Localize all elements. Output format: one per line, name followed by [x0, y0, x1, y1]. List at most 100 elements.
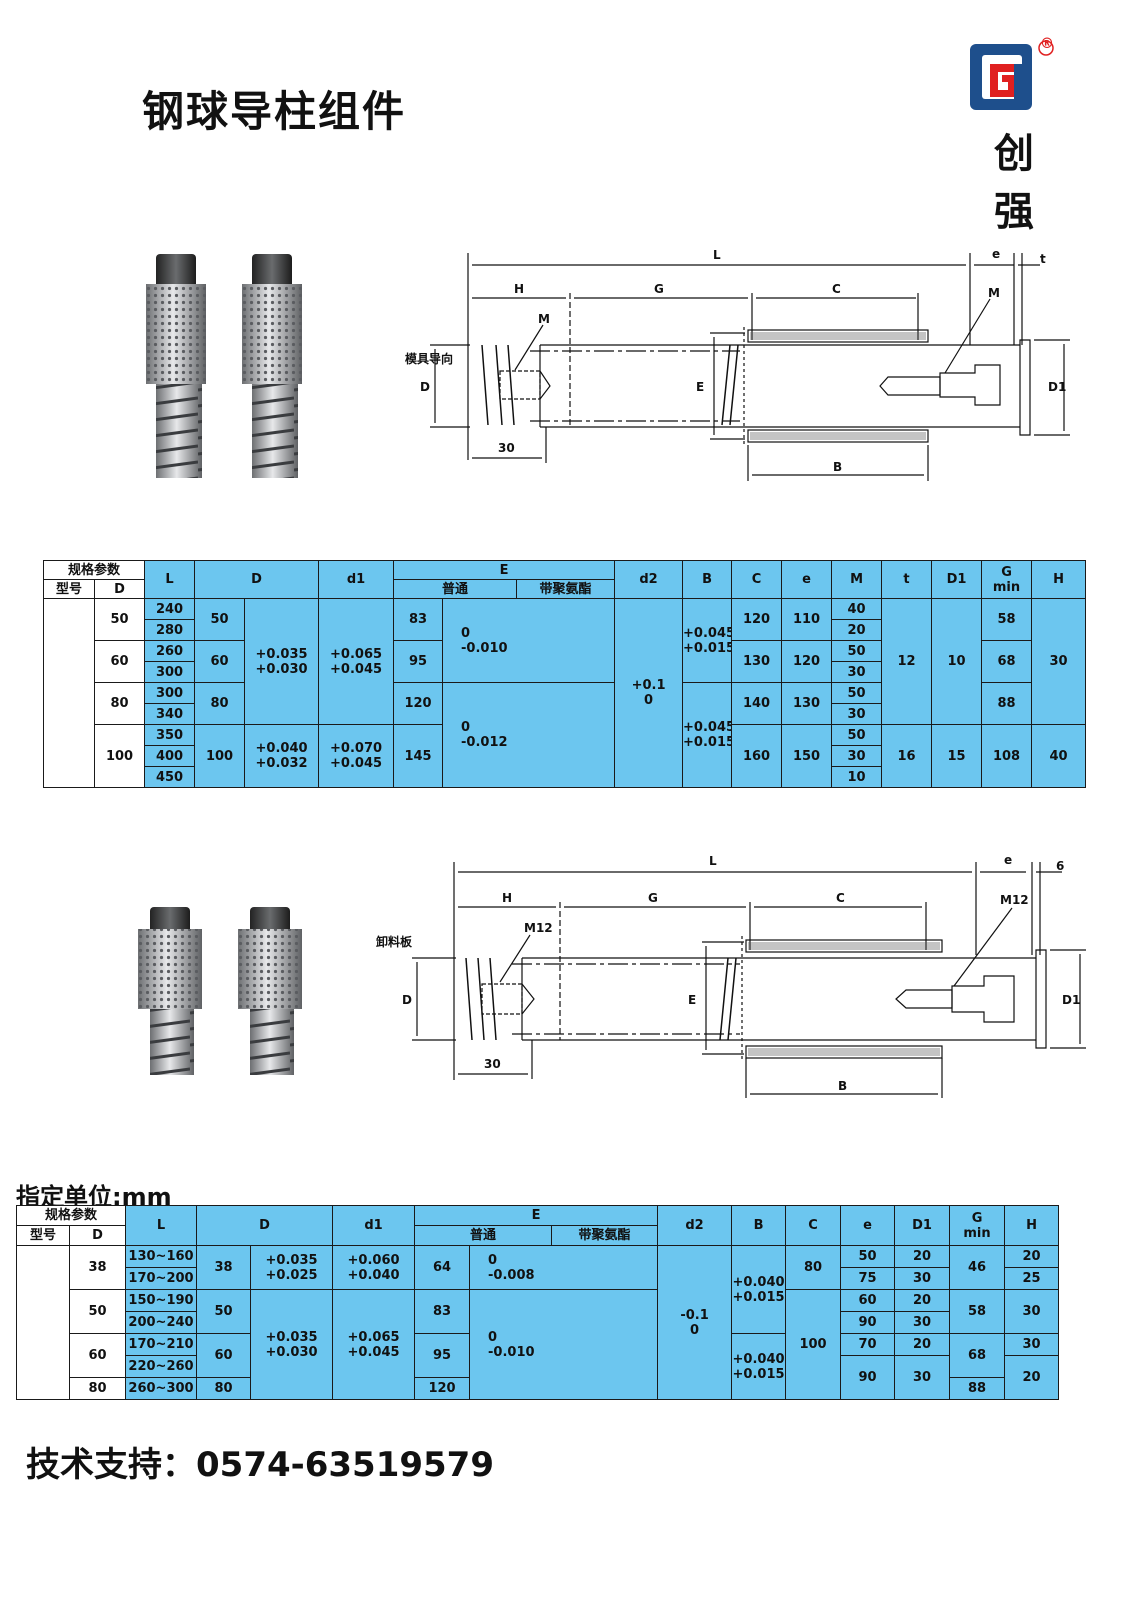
drawing-caption: 卸料板: [376, 934, 413, 949]
cell-D1: 46: [949, 1245, 1006, 1290]
header-d2: d2: [614, 560, 684, 599]
cell-C: 130: [781, 682, 833, 725]
dim-label-D: D: [402, 993, 412, 1007]
cell-D1: 68: [949, 1333, 1006, 1378]
model-D: 100: [93, 724, 146, 788]
header-B: B: [731, 1205, 787, 1246]
header-B: B: [682, 560, 733, 599]
cell-e: 20: [831, 619, 883, 641]
header-E-pu: 带聚氨酯: [516, 579, 616, 599]
header-E-normal: 普通: [393, 579, 518, 599]
cell-L: 280: [144, 619, 196, 641]
dim-label-D1: D1: [1062, 993, 1080, 1007]
header-model: 型号: [16, 1225, 70, 1246]
cell-e: 20: [894, 1333, 951, 1356]
header-model-D: D: [93, 579, 146, 599]
brand-logo-icon: [970, 40, 1054, 110]
cell-D: 60: [194, 640, 246, 683]
header-D1: D1: [894, 1205, 951, 1246]
guide-pillar-photo: [242, 254, 302, 478]
cell-D1: 58: [981, 598, 1033, 641]
cell-e: 50: [831, 724, 883, 746]
cell-D: 100: [194, 724, 246, 788]
cell-D: 80: [196, 1377, 252, 1400]
cell-M: 16: [881, 724, 933, 788]
header-L: L: [125, 1205, 198, 1246]
cell-G: 20: [1004, 1245, 1060, 1268]
cell-D: 80: [194, 682, 246, 725]
header-spec: 规格参数: [15, 1205, 127, 1226]
cell-d1-tol: +0.065+0.045: [318, 598, 395, 725]
cell-e: 30: [831, 703, 883, 725]
model-D: 38: [68, 1245, 127, 1290]
dim-label-e: e: [992, 247, 1000, 261]
cell-e: 30: [831, 661, 883, 683]
model-D: 50: [68, 1289, 127, 1334]
cell-B: 130: [731, 640, 783, 683]
cell-d2-tol: +0.045+0.015: [682, 682, 733, 788]
model-D: 80: [68, 1377, 127, 1400]
cell-D1: 108: [981, 724, 1033, 788]
dim-label-C: C: [832, 282, 841, 296]
cell-C: 90: [840, 1355, 896, 1400]
dim-label-B: B: [838, 1079, 847, 1093]
cell-e: 30: [894, 1355, 951, 1400]
dim-label-t: 6: [1056, 859, 1064, 873]
cell-C: 110: [781, 598, 833, 641]
header-C: C: [731, 560, 783, 599]
header-L: L: [144, 560, 196, 599]
dim-label-C: C: [836, 891, 845, 905]
dim-label-E: E: [688, 993, 696, 1007]
cell-e: 10: [831, 766, 883, 788]
cell-D1: 88: [949, 1377, 1006, 1400]
cell-E: 83: [414, 1289, 471, 1334]
cell-E: 83: [393, 598, 444, 641]
cell-L: 240: [144, 598, 196, 620]
cell-C: 60: [840, 1289, 896, 1312]
cell-E: 145: [393, 724, 444, 788]
cell-G: 30: [1031, 598, 1087, 725]
dim-label-D: D: [420, 380, 430, 394]
dim-label-M-right: M: [988, 286, 1000, 300]
dim-label-H: H: [514, 282, 524, 296]
dim-label-e: e: [1004, 853, 1012, 867]
page-title: 钢球导柱组件: [142, 87, 407, 136]
cell-e: 40: [831, 598, 883, 620]
cell-C: 70: [840, 1333, 896, 1356]
cell-L: 150~190: [125, 1289, 198, 1312]
cell-G: 30: [1004, 1333, 1060, 1356]
cell-E: 120: [414, 1377, 471, 1400]
cell-D: 50: [194, 598, 246, 641]
cell-D-tol: +0.035+0.025: [250, 1245, 334, 1290]
header-E-normal: 普通: [414, 1225, 553, 1246]
cell-G: 40: [1031, 724, 1087, 788]
cell-C: 150: [781, 724, 833, 788]
cell-B: 160: [731, 724, 783, 788]
cell-D: 50: [196, 1289, 252, 1334]
cell-D-tol: +0.035+0.030: [244, 598, 320, 725]
cell-D: 60: [196, 1333, 252, 1378]
cell-E-normal-tol: 0-0.010: [442, 598, 616, 683]
header-D: D: [194, 560, 320, 599]
cell-e: 30: [894, 1311, 951, 1334]
cell-E-normal-tol: 0-0.010: [469, 1289, 659, 1400]
header-e: e: [840, 1205, 896, 1246]
cell-C: 50: [840, 1245, 896, 1268]
guide-pillar-photo: [146, 254, 206, 478]
cell-E: 120: [393, 682, 444, 725]
header-spec: 规格参数: [42, 560, 146, 580]
header-e: e: [781, 560, 833, 599]
header-D1: D1: [931, 560, 983, 599]
cell-D: 38: [196, 1245, 252, 1290]
cell-B: 120: [731, 598, 783, 641]
dim-label-M-left: M12: [524, 921, 553, 935]
cell-L: 260~300: [125, 1377, 198, 1400]
cell-L: 220~260: [125, 1355, 198, 1378]
header-d2: d2: [657, 1205, 733, 1246]
header-d1: d1: [332, 1205, 416, 1246]
